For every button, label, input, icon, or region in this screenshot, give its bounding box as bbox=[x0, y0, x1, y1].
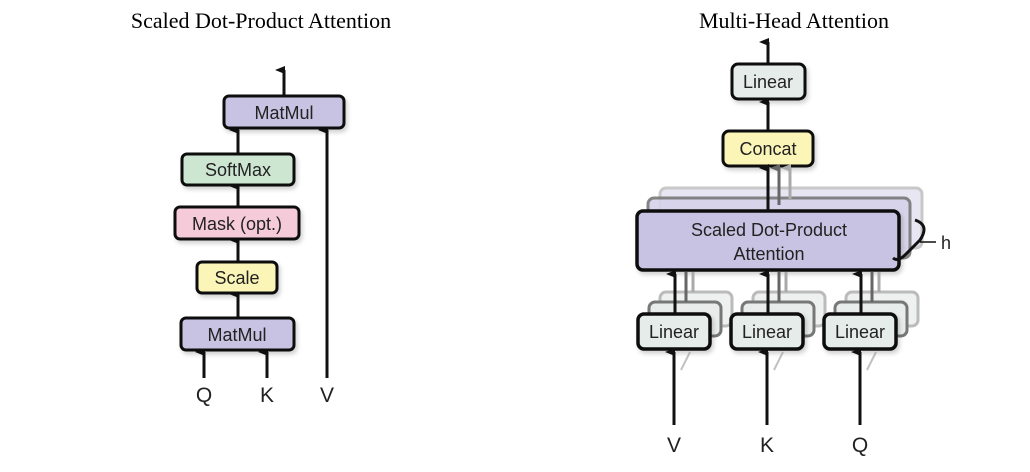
right-panel-title: Multi-Head Attention bbox=[699, 8, 889, 33]
attention-label-line2: Attention bbox=[733, 244, 804, 264]
softmax-label: SoftMax bbox=[205, 160, 271, 180]
linear-k-label: Linear bbox=[742, 322, 792, 342]
right-input-v: V bbox=[667, 434, 681, 457]
linear-v-block: Linear bbox=[636, 312, 712, 351]
left-input-v: V bbox=[320, 384, 334, 407]
right-input-k: K bbox=[760, 434, 774, 457]
linear-q-block: Linear bbox=[822, 312, 898, 351]
attention-label-line1: Scaled Dot-Product bbox=[691, 220, 847, 240]
scale-block: Scale bbox=[195, 260, 279, 295]
scaled-dot-product-attention-block: Scaled Dot-Product Attention bbox=[635, 209, 901, 272]
linear-k-block: Linear bbox=[729, 312, 805, 351]
matmul-top-label: MatMul bbox=[254, 103, 313, 123]
left-input-k: K bbox=[260, 384, 274, 407]
concat-block: Concat bbox=[721, 129, 815, 168]
left-panel-title: Scaled Dot-Product Attention bbox=[131, 8, 391, 33]
left-input-q: Q bbox=[196, 384, 212, 407]
matmul-top-block: MatMul bbox=[222, 94, 346, 130]
mask-block: Mask (opt.) bbox=[173, 205, 301, 241]
linear-q-label: Linear bbox=[835, 322, 885, 342]
multi-head-panel: Multi-Head Attention Linear Concat Scale… bbox=[635, 8, 951, 457]
right-input-q: Q bbox=[852, 434, 868, 457]
linear-output-block: Linear bbox=[730, 62, 807, 101]
matmul-bottom-label: MatMul bbox=[207, 325, 266, 345]
heads-count-label: h bbox=[941, 233, 951, 253]
matmul-bottom-block: MatMul bbox=[179, 316, 296, 352]
linear-v-label: Linear bbox=[649, 322, 699, 342]
linear-output-label: Linear bbox=[743, 72, 793, 92]
scale-label: Scale bbox=[214, 268, 259, 288]
concat-label: Concat bbox=[739, 139, 796, 159]
scaled-dot-product-panel: Scaled Dot-Product Attention MatMul Soft… bbox=[131, 8, 391, 407]
mask-label: Mask (opt.) bbox=[192, 214, 282, 234]
heads-brace-icon bbox=[892, 218, 926, 261]
softmax-block: SoftMax bbox=[180, 152, 296, 187]
